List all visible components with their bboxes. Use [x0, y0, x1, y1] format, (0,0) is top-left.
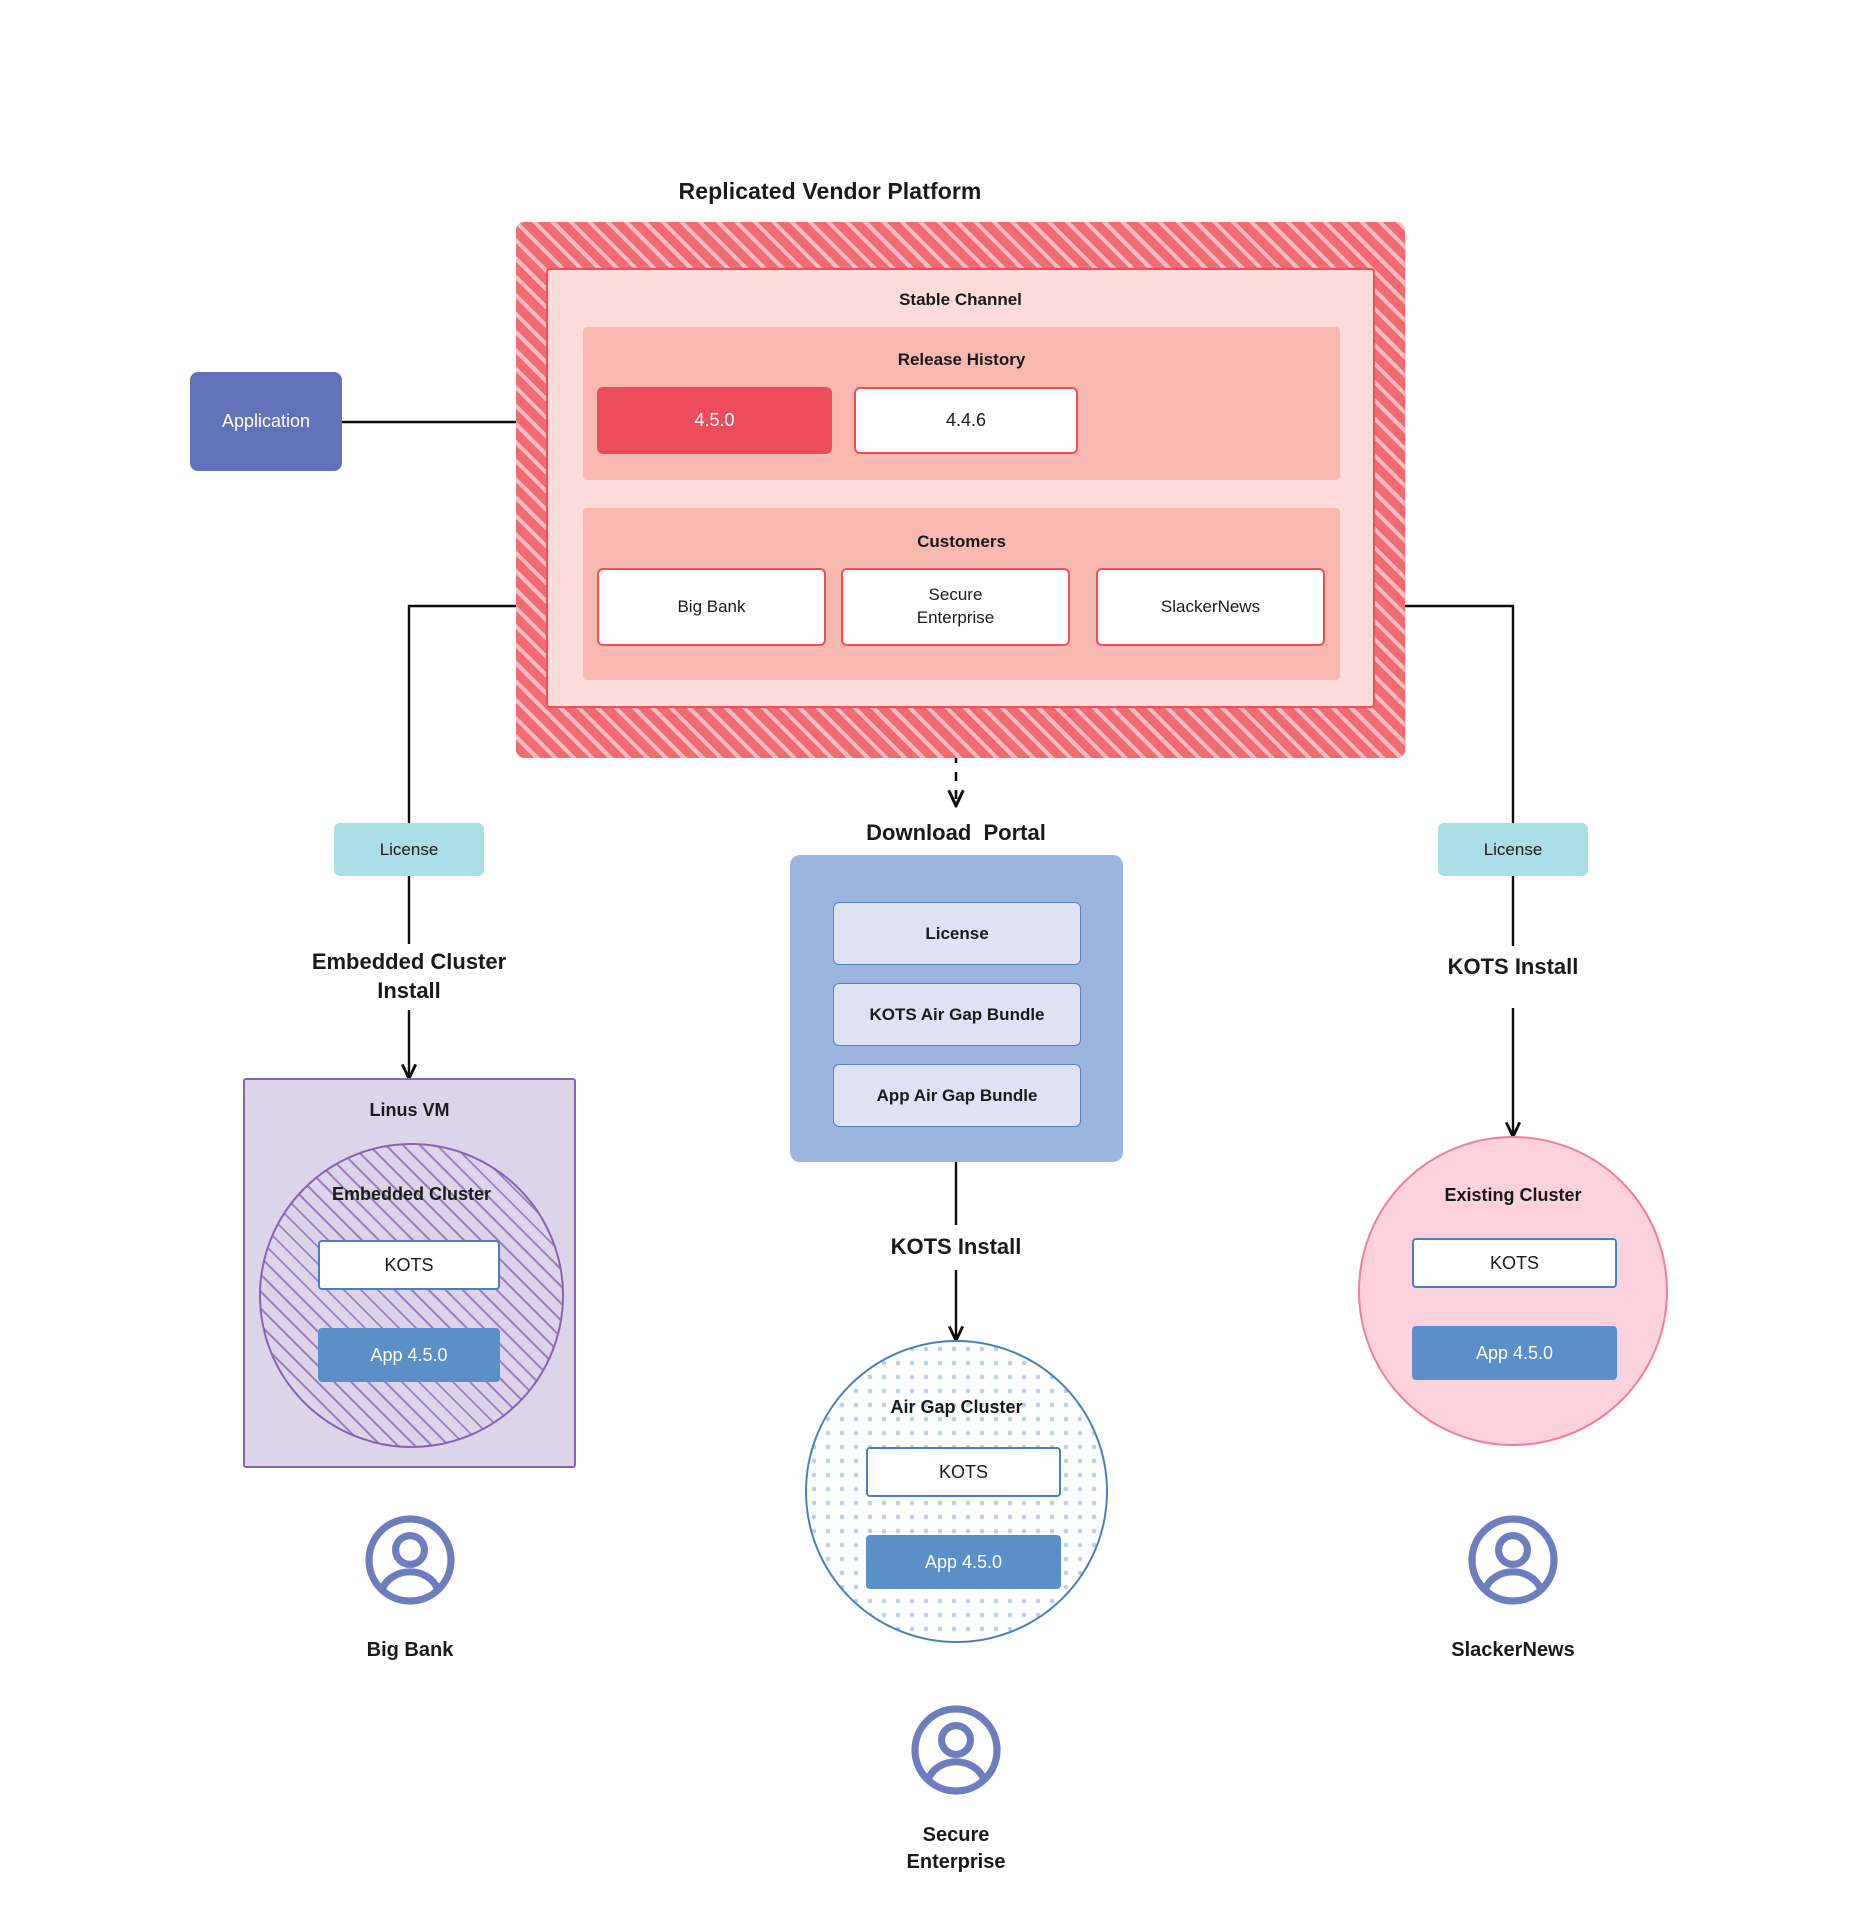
app-box-left[interactable]: App 4.5.0: [318, 1328, 500, 1382]
air-gap-cluster-label: Air Gap Cluster: [890, 1396, 1023, 1417]
release-history-label: Release History: [897, 350, 1026, 369]
kots-install-label-right: KOTS Install: [1447, 954, 1579, 979]
release-item-4-5-0[interactable]: 4.5.0: [597, 387, 832, 454]
avatar-secure-enterprise: [908, 1702, 1004, 1798]
application-box[interactable]: Application: [190, 372, 342, 471]
customers-label: Customers: [917, 532, 1006, 551]
kots-box-middle[interactable]: KOTS: [866, 1447, 1061, 1497]
linus-vm-label: Linus VM: [369, 1099, 450, 1120]
embedded-cluster-install-label: Embedded Cluster Install: [311, 949, 507, 1003]
existing-cluster-label: Existing Cluster: [1444, 1184, 1582, 1205]
customer-slackernews[interactable]: SlackerNews: [1096, 568, 1325, 646]
license-box-right[interactable]: License: [1438, 823, 1588, 876]
portal-item-kots-air-gap-bundle[interactable]: KOTS Air Gap Bundle: [833, 983, 1081, 1046]
customer-label-big-bank: Big Bank: [366, 1638, 454, 1661]
customer-big-bank[interactable]: Big Bank: [597, 568, 826, 646]
kots-box-left[interactable]: KOTS: [318, 1240, 500, 1290]
app-box-middle[interactable]: App 4.5.0: [866, 1535, 1061, 1589]
stable-channel-label: Stable Channel: [899, 290, 1022, 309]
license-box-left[interactable]: License: [334, 823, 484, 876]
customer-label-slackernews: SlackerNews: [1451, 1638, 1575, 1661]
avatar-slackernews: [1465, 1512, 1561, 1608]
release-item-4-4-6[interactable]: 4.4.6: [854, 387, 1078, 454]
customer-secure-enterprise[interactable]: Secure Enterprise: [841, 568, 1070, 646]
avatar-big-bank: [362, 1512, 458, 1608]
user-avatar-icon: [911, 1705, 1001, 1795]
user-avatar-icon: [1468, 1515, 1558, 1605]
user-avatar-icon: [365, 1515, 455, 1605]
customer-label-secure-enterprise: Secure Enterprise: [906, 1824, 1006, 1873]
download-portal-title: Download Portal: [866, 820, 1046, 845]
portal-item-app-air-gap-bundle[interactable]: App Air Gap Bundle: [833, 1064, 1081, 1127]
embedded-cluster-circle: [259, 1143, 564, 1448]
existing-cluster-circle: [1358, 1136, 1668, 1446]
app-box-right[interactable]: App 4.5.0: [1412, 1326, 1617, 1380]
platform-title: Replicated Vendor Platform: [678, 177, 982, 204]
kots-box-right[interactable]: KOTS: [1412, 1238, 1617, 1288]
portal-item-license[interactable]: License: [833, 902, 1081, 965]
embedded-cluster-label: Embedded Cluster: [331, 1183, 492, 1204]
kots-install-label-middle: KOTS Install: [890, 1234, 1022, 1259]
